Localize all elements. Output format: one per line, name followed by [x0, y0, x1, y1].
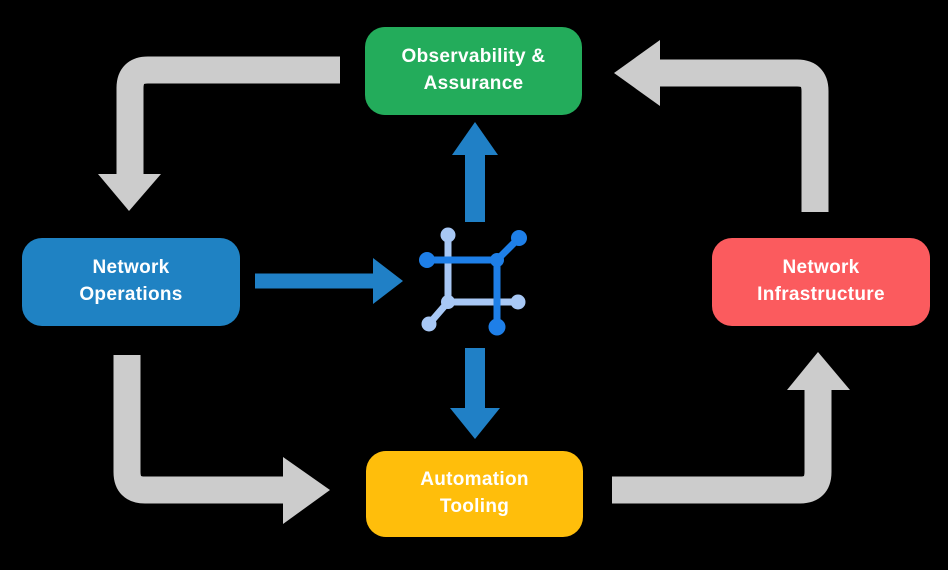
icon-node-top-right	[511, 230, 527, 246]
cycle-arrow-bottom-left	[113, 355, 330, 524]
flow-arrow-up	[452, 122, 498, 222]
cycle-arrow-top-left-head	[98, 174, 161, 211]
cycle-arrow-top-right-shaft	[659, 59, 829, 212]
cycle-arrow-bottom-left-head	[283, 457, 330, 524]
icon-node-bottom-left	[421, 316, 437, 332]
cycle-arrow-bottom-right-head	[787, 352, 850, 390]
flow-arrow-down	[450, 348, 500, 439]
cycle-arrow-top-right	[614, 40, 829, 212]
node-label-line: Network	[782, 257, 860, 279]
node-label-line: Observability &	[401, 46, 546, 68]
node-label-line: Operations	[79, 284, 183, 305]
node-observability-assurance: Observability & Assurance	[365, 27, 582, 115]
node-label-line: Network	[92, 257, 170, 279]
flow-arrow-down-head	[450, 408, 500, 439]
flow-arrow-right-head	[373, 258, 403, 304]
network-fabric-icon	[419, 227, 527, 336]
node-label-line: Automation	[420, 469, 529, 491]
icon-junction-bottom-left	[441, 295, 455, 309]
cycle-arrow-top-left-shaft	[116, 56, 340, 176]
icon-junction-top-right	[490, 253, 504, 267]
cycle-arrow-top-left	[98, 56, 340, 211]
flow-arrow-right	[255, 258, 403, 304]
node-network-operations: Network Operations	[22, 238, 240, 326]
cycle-arrow-bottom-right	[612, 352, 850, 504]
node-automation-tooling: Automation Tooling	[366, 451, 583, 537]
node-label-line: Tooling	[439, 496, 510, 517]
flow-arrow-up-head	[452, 122, 498, 155]
cycle-arrow-top-right-head	[614, 40, 660, 106]
node-label-line: Assurance	[423, 73, 524, 94]
node-label-line: Infrastructure	[757, 284, 885, 305]
icon-node-left	[419, 252, 435, 268]
icon-node-bottom	[488, 318, 506, 336]
cycle-arrow-bottom-right-shaft	[612, 389, 832, 504]
icon-node-right	[510, 294, 526, 310]
node-network-infrastructure: Network Infrastructure	[712, 238, 930, 326]
cycle-arrow-bottom-left-shaft	[113, 355, 284, 504]
